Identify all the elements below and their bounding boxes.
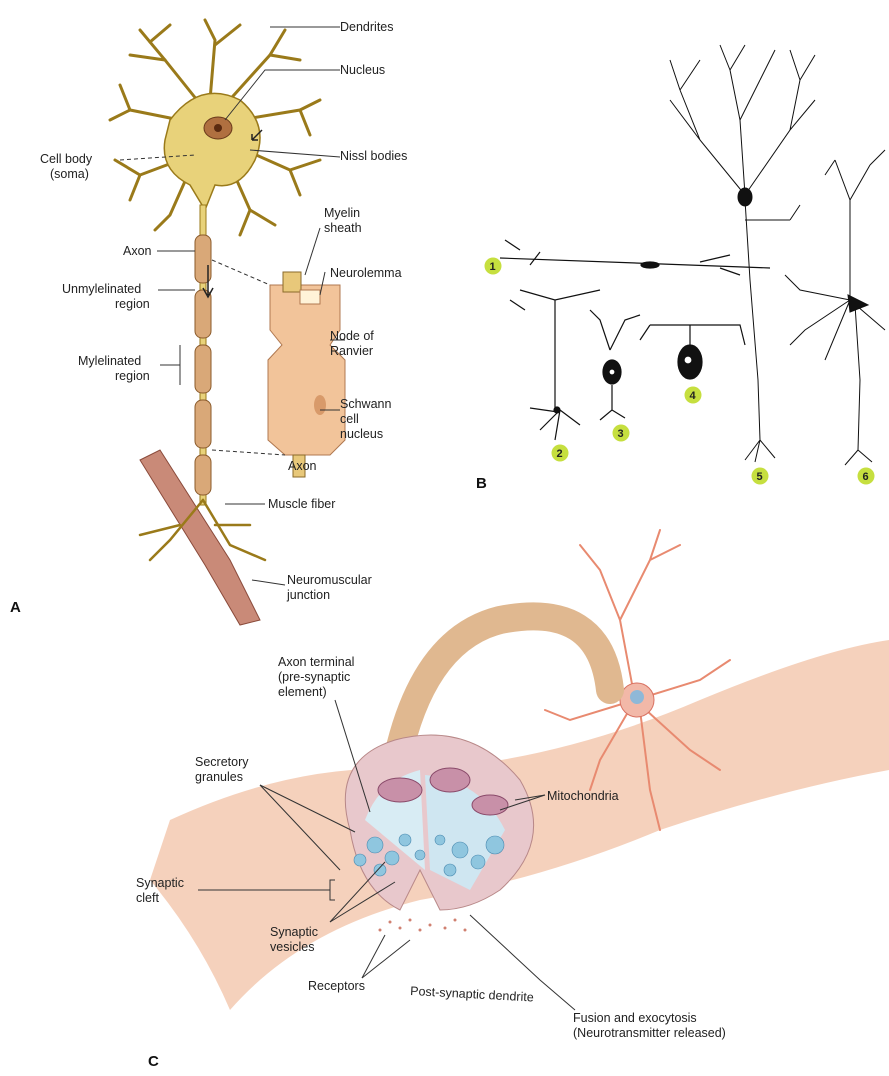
label-post-synaptic-dendrite: Post-synaptic dendrite	[410, 984, 534, 1004]
label-node-of: Node of	[330, 329, 374, 343]
label-dendrites: Dendrites	[340, 20, 394, 34]
badge-3: 3	[613, 425, 630, 442]
label-axon-terminal-element: element)	[278, 685, 327, 699]
panel-b: 1 2 3 4 5 6 B	[476, 45, 885, 492]
badge-2: 2	[552, 445, 569, 462]
label-myelinated: Mylelinated	[78, 354, 141, 368]
badge-1: 1	[485, 258, 502, 275]
label-junction: junction	[286, 588, 330, 602]
badge-6: 6	[858, 468, 875, 485]
badge-4: 4	[685, 387, 702, 404]
label-synaptic: Synaptic	[136, 876, 184, 890]
label-neuromuscular: Neuromuscular	[287, 573, 372, 587]
label-fusion: Fusion and exocytosis	[573, 1011, 697, 1025]
svg-text:2: 2	[557, 448, 563, 460]
label-nissl-bodies: Nissl bodies	[340, 149, 407, 163]
svg-text:4: 4	[690, 390, 697, 402]
label-secretory-granules: granules	[195, 770, 243, 784]
label-neurolemma: Neurolemma	[330, 266, 402, 280]
panel-a: Dendrites Nucleus Cell body (soma) Nissl…	[10, 20, 407, 625]
label-ranvier: Ranvier	[330, 344, 373, 358]
label-schwann-cell: cell	[340, 412, 359, 426]
label-unmyelinated: Unmylelinated	[62, 282, 141, 296]
label-schwann: Schwann	[340, 397, 391, 411]
label-secretory: Secretory	[195, 755, 249, 769]
myelin-inset	[268, 272, 345, 477]
label-receptors: Receptors	[308, 979, 365, 993]
panel-label-a: A	[10, 599, 21, 616]
svg-text:1: 1	[490, 261, 496, 273]
label-nucleus: Nucleus	[340, 63, 385, 77]
label-soma: (soma)	[50, 167, 89, 181]
label-axon-terminal-pre: (pre-synaptic	[278, 670, 350, 684]
label-myelinated-region: region	[115, 369, 150, 383]
label-synaptic-cleft: cleft	[136, 891, 159, 905]
panel-label-c: C	[148, 1053, 159, 1070]
label-axon: Axon	[123, 244, 152, 258]
label-axon-inset: Axon	[288, 459, 317, 473]
label-myelin: Myelin	[324, 206, 360, 220]
label-schwann-nucleus: nucleus	[340, 427, 383, 441]
panel-label-b: B	[476, 475, 487, 492]
label-muscle-fiber: Muscle fiber	[268, 497, 335, 511]
svg-text:5: 5	[757, 471, 763, 483]
label-unmyelinated-region: region	[115, 297, 150, 311]
badge-5: 5	[752, 468, 769, 485]
label-synaptic-vesicles-1: Synaptic	[270, 925, 318, 939]
label-neurotransmitter-released: (Neurotransmitter released)	[573, 1026, 726, 1040]
label-cell-body: Cell body	[40, 152, 93, 166]
svg-text:3: 3	[618, 428, 624, 440]
label-axon-terminal: Axon terminal	[278, 655, 354, 669]
svg-text:6: 6	[863, 471, 869, 483]
label-myelin-sheath: sheath	[324, 221, 362, 235]
label-mitochondria: Mitochondria	[547, 789, 619, 803]
label-synaptic-vesicles-2: vesicles	[270, 940, 314, 954]
axon-a	[195, 205, 211, 505]
